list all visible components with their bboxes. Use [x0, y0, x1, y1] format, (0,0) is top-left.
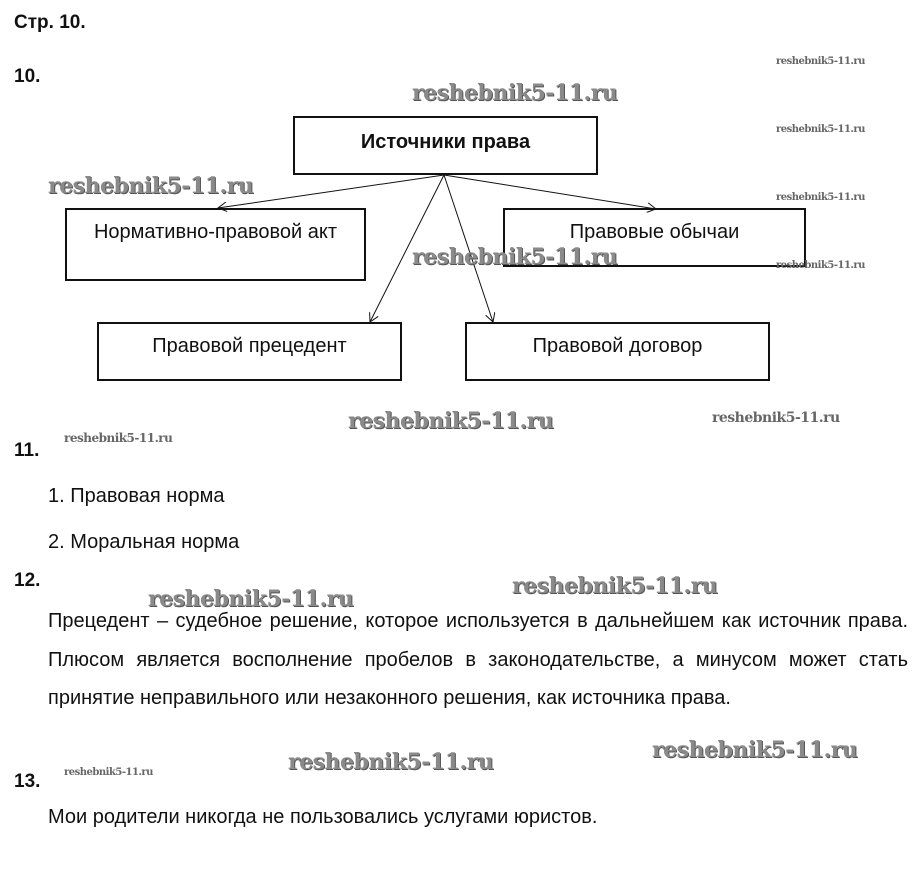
watermark: reshebnik5-11.ru: [48, 173, 254, 199]
watermark: reshebnik5-11.ru: [64, 431, 173, 445]
arrow-to-contract: [443, 174, 493, 322]
watermark: reshebnik5-11.ru: [776, 192, 865, 203]
page-title: Стр. 10.: [14, 12, 86, 33]
arrow-to-customs: [443, 174, 656, 209]
watermark: reshebnik5-11.ru: [776, 56, 865, 67]
watermark: reshebnik5-11.ru: [776, 124, 865, 135]
watermark: reshebnik5-11.ru: [652, 737, 858, 763]
diagram-node-precedent: Правовой прецедент: [97, 322, 402, 381]
watermark: reshebnik5-11.ru: [712, 410, 840, 426]
arrow-to-normative-act: [218, 174, 445, 208]
task-12-text: Прецедент – судебное решение, которое ис…: [48, 610, 908, 709]
task-13-text: Мои родители никогда не пользовались усл…: [48, 806, 598, 828]
watermark: reshebnik5-11.ru: [776, 260, 865, 271]
watermark: reshebnik5-11.ru: [512, 573, 718, 599]
task-11-number: 11.: [14, 440, 40, 461]
task-10-number: 10.: [14, 66, 41, 87]
watermark: reshebnik5-11.ru: [412, 80, 618, 106]
task-13-number: 13.: [14, 771, 41, 792]
task-12-number: 12.: [14, 570, 41, 591]
diagram-node-contract: Правовой договор: [465, 322, 770, 381]
watermark: reshebnik5-11.ru: [64, 767, 153, 778]
task-11-item: 2. Моральная норма: [48, 531, 240, 553]
task-11-item: 1. Правовая норма: [48, 485, 225, 507]
watermark: reshebnik5-11.ru: [412, 244, 618, 270]
watermark: reshebnik5-11.ru: [348, 408, 554, 434]
watermark: reshebnik5-11.ru: [148, 586, 354, 612]
arrow-to-precedent: [370, 174, 445, 322]
watermark: reshebnik5-11.ru: [288, 749, 494, 775]
diagram-root-node: Источники права: [293, 116, 598, 175]
diagram-node-customs: Правовые обычаи: [503, 208, 806, 267]
diagram-node-normative-act: Нормативно-правовой акт: [65, 208, 366, 281]
